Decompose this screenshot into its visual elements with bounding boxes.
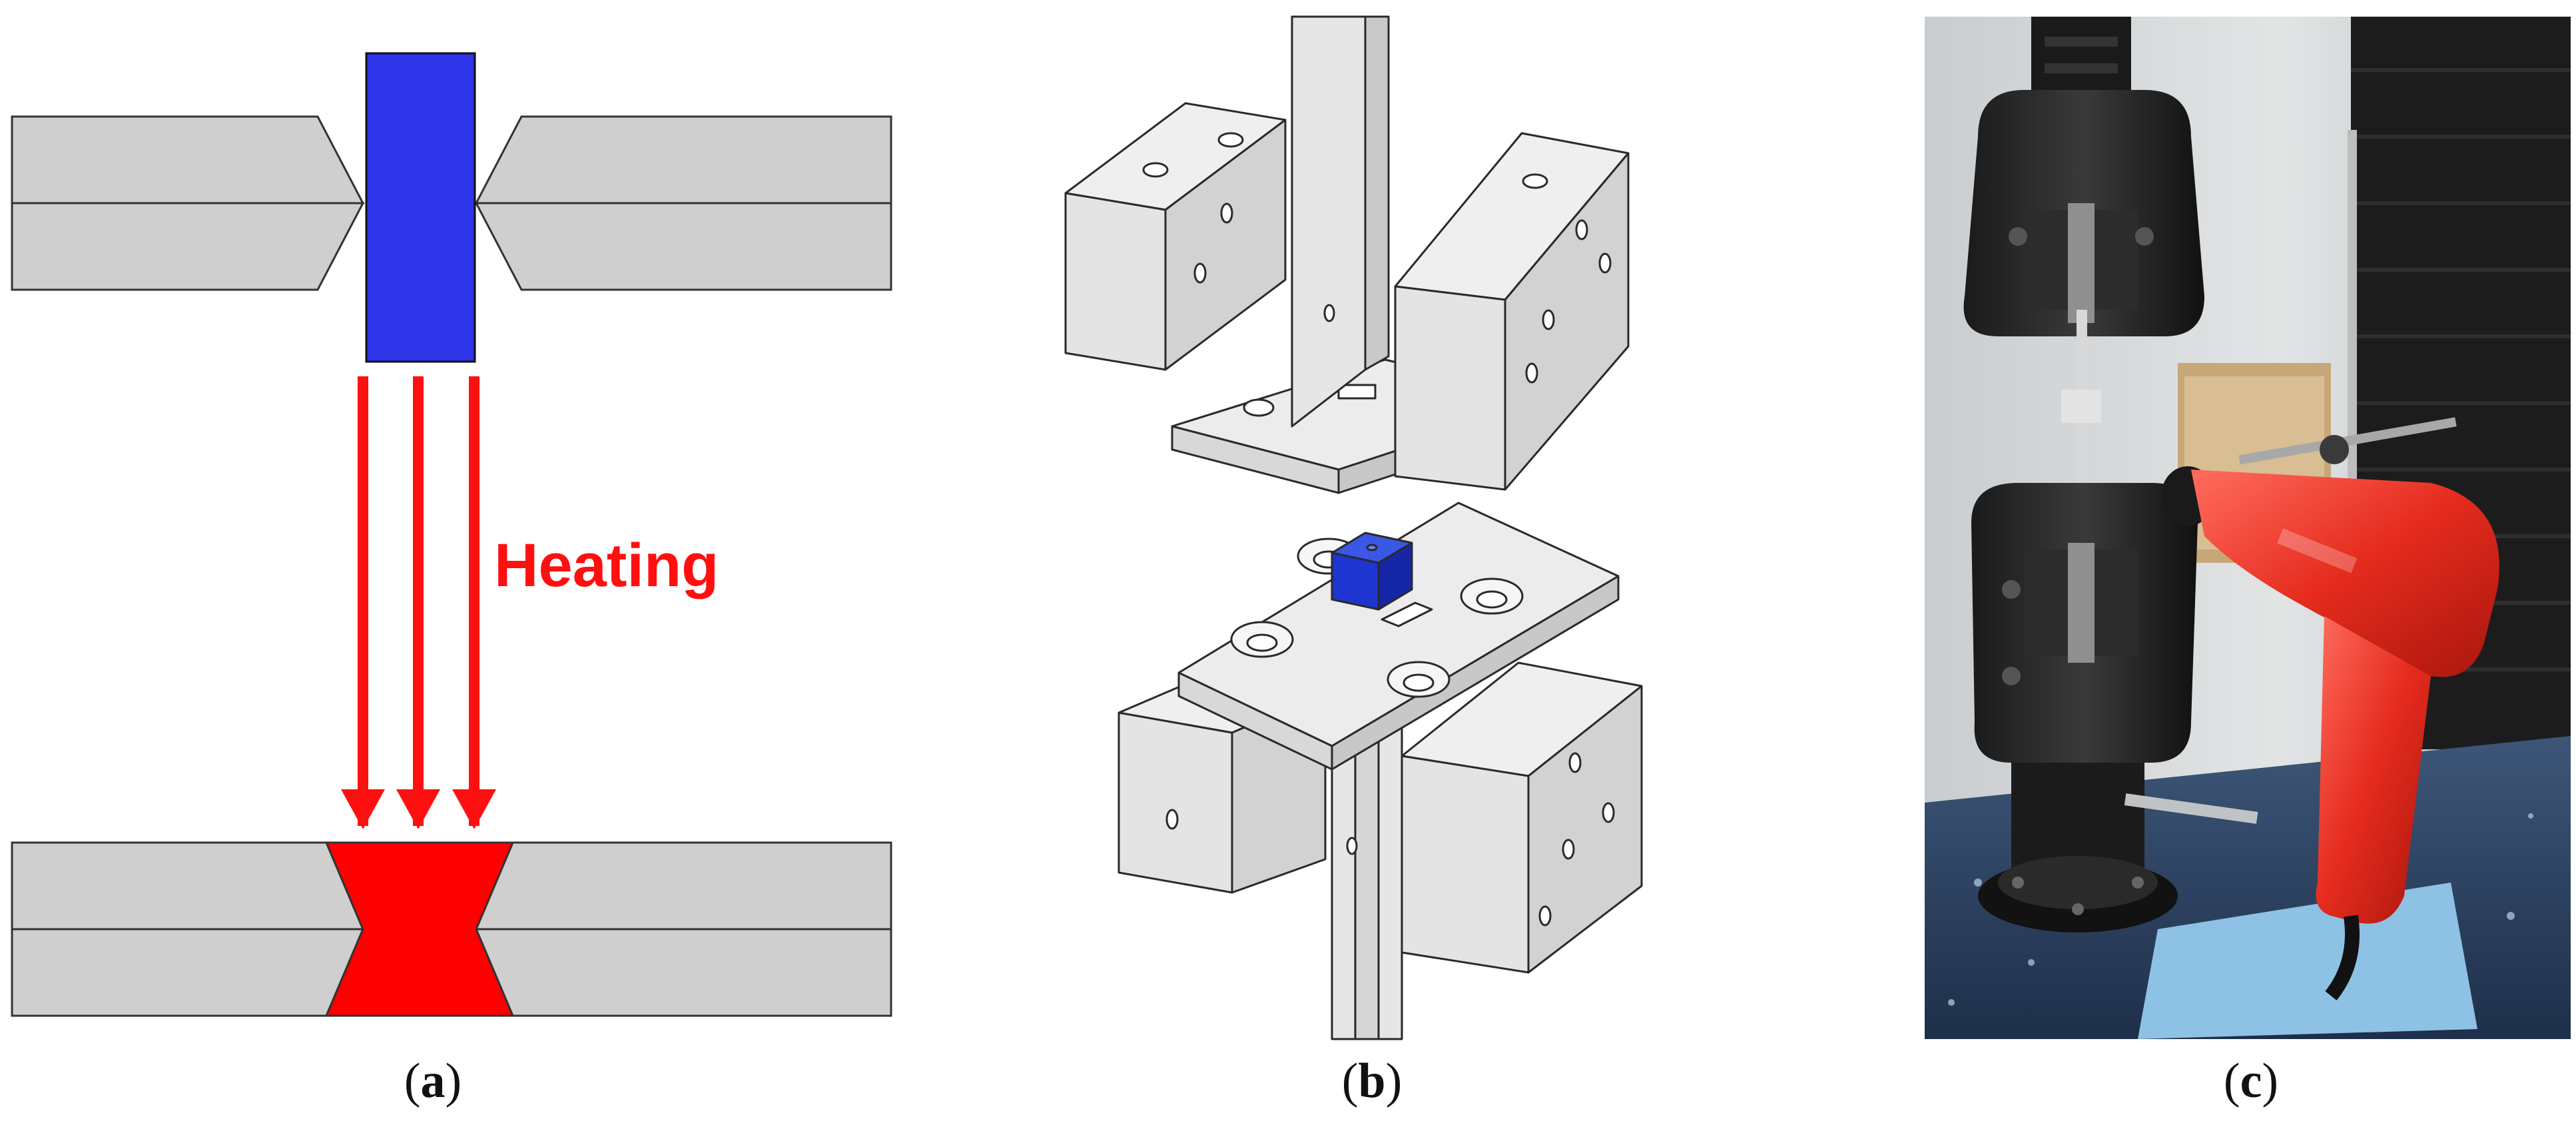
lower-right-sheets [474, 841, 892, 1017]
panel-c-svg [1925, 17, 2571, 1039]
panel-b-fixture-model [1039, 0, 1705, 1046]
grip-base [1978, 763, 2178, 933]
panel-a-heating-schematic: Heating [0, 0, 932, 1046]
caption-b-close: ) [1385, 1054, 1403, 1108]
caption-a-open: ( [404, 1054, 421, 1108]
lower-plate [1177, 502, 1620, 771]
upper-left-sheets [11, 115, 365, 291]
upper-grip-bar [1291, 15, 1390, 428]
caption-c: (c) [2191, 1051, 2311, 1111]
heating-arrowhead-3 [452, 789, 496, 829]
upper-grip [1963, 90, 2204, 336]
lower-left-sheets [11, 841, 365, 1017]
heating-arrowhead-1 [341, 789, 385, 829]
upper-left-clamp-block [1064, 102, 1287, 371]
upper-right-clamp-block [1394, 132, 1630, 491]
lower-right-clamp-block [1401, 661, 1643, 974]
heated-joint-region [324, 841, 515, 1017]
lower-grip [1971, 483, 2198, 763]
caption-c-open: ( [2223, 1054, 2240, 1108]
panel-a-svg: Heating [11, 52, 892, 1017]
caption-b-open: ( [1341, 1054, 1359, 1108]
caption-a-letter: a [420, 1054, 446, 1108]
caption-c-close: ) [2262, 1054, 2279, 1108]
grip-handle [2124, 793, 2258, 824]
heating-arrowhead-2 [396, 789, 440, 829]
caption-b: (b) [1312, 1051, 1432, 1111]
heating-arrows [341, 376, 496, 829]
foam-block [2138, 883, 2477, 1039]
caption-c-letter: c [2240, 1054, 2262, 1108]
caption-a: (a) [373, 1051, 493, 1111]
upper-right-sheets [474, 115, 892, 291]
panel-b-svg [1064, 15, 1643, 1040]
crosshead-rod [2031, 17, 2131, 97]
heating-label: Heating [494, 532, 719, 599]
heat-gun [2161, 466, 2499, 1000]
blue-insert-block [365, 52, 476, 363]
caption-b-letter: b [1358, 1054, 1386, 1108]
blue-specimen-cube [1331, 532, 1413, 611]
panel-c-test-setup-photo [1925, 17, 2571, 1039]
caption-a-close: ) [445, 1054, 462, 1108]
